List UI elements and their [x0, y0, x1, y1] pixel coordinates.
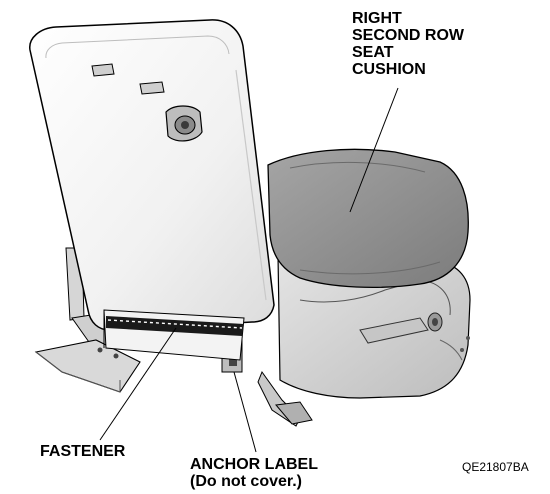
seat-cushion-callout-line-2: SECOND ROW — [352, 27, 464, 44]
leader-fastener — [99, 327, 177, 441]
seatback — [29, 19, 275, 331]
anchor-label-callout-line-2: (Do not cover.) — [190, 473, 303, 490]
anchor-label-callout: ANCHOR LABEL (Do not cover.) — [190, 456, 318, 490]
leader-seat-cushion — [349, 87, 399, 213]
seat-cushion-callout-line-4: CUSHION — [352, 61, 426, 78]
leader-anchor-label — [233, 371, 257, 453]
seat-cushion-callout-line-1: RIGHT — [352, 10, 402, 27]
fastener-callout: FASTENER — [40, 443, 126, 460]
seat-cushion-callout: RIGHT SECOND ROW SEAT CUSHION — [352, 10, 464, 78]
seat-cushion-callout-line-3: SEAT — [352, 44, 394, 61]
figure-code: QE21807BA — [462, 460, 529, 474]
seat-frame — [277, 253, 471, 399]
fastener-strip — [103, 309, 245, 361]
seat-cushion — [267, 148, 469, 288]
leader-lines — [99, 87, 399, 453]
anchor-label-callout-line-1: ANCHOR LABEL — [190, 456, 318, 473]
